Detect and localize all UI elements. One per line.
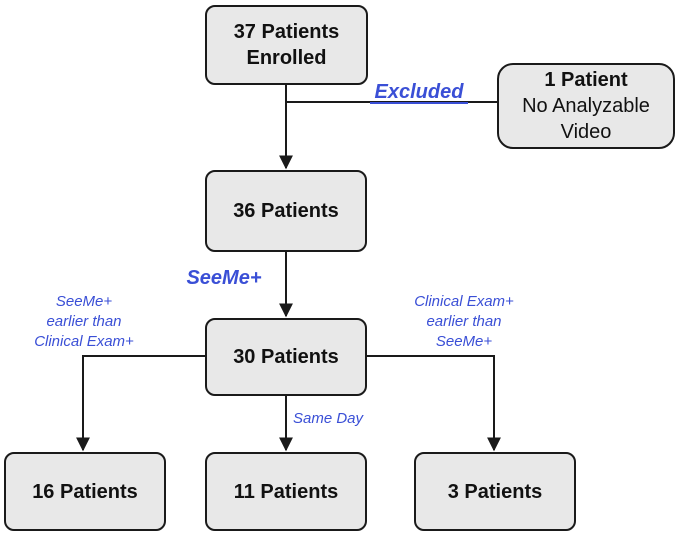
node-11-patients: 11 Patients bbox=[205, 452, 367, 531]
node-16-patients: 16 Patients bbox=[4, 452, 166, 531]
node-11-line1: 11 Patients bbox=[233, 480, 339, 503]
node-excluded-line2: No Analyzable bbox=[522, 95, 650, 117]
edge-label-excluded: Excluded bbox=[374, 81, 464, 103]
arrow-30-to-16 bbox=[76, 355, 205, 452]
edge-label-right-line1: Clinical Exam+ bbox=[414, 293, 514, 310]
node-enrolled: 37 Patients Enrolled bbox=[205, 5, 368, 85]
edge-label-left-line3: Clinical Exam+ bbox=[34, 333, 134, 350]
node-3-patients: 3 Patients bbox=[414, 452, 576, 531]
edge-label-left: SeeMe+ earlier than Clinical Exam+ bbox=[18, 292, 150, 352]
node-enrolled-line1: 37 Patients bbox=[233, 21, 340, 43]
node-36-patients: 36 Patients bbox=[205, 170, 367, 252]
node-excluded: 1 Patient No Analyzable Video bbox=[497, 63, 675, 149]
edge-label-same-day: Same Day bbox=[292, 410, 364, 427]
edge-label-left-line1: SeeMe+ bbox=[55, 293, 113, 310]
node-36-line1: 36 Patients bbox=[233, 200, 339, 222]
edge-label-seeme: SeeMe+ bbox=[186, 267, 262, 289]
node-3-line1: 3 Patients bbox=[447, 480, 543, 503]
node-16-line1: 16 Patients bbox=[32, 480, 138, 503]
node-excluded-line1: 1 Patient bbox=[544, 69, 628, 91]
node-enrolled-line2: Enrolled bbox=[246, 47, 327, 69]
node-excluded-line3: Video bbox=[560, 121, 612, 143]
arrow-30-to-3 bbox=[366, 355, 501, 452]
edge-label-right-line2: earlier than bbox=[426, 313, 502, 330]
node-30-line1: 30 Patients bbox=[233, 346, 339, 368]
edge-label-right: Clinical Exam+ earlier than SeeMe+ bbox=[396, 292, 532, 352]
edge-label-left-line2: earlier than bbox=[46, 313, 122, 330]
edge-label-right-line3: SeeMe+ bbox=[435, 333, 493, 350]
node-30-patients: 30 Patients bbox=[205, 318, 367, 396]
